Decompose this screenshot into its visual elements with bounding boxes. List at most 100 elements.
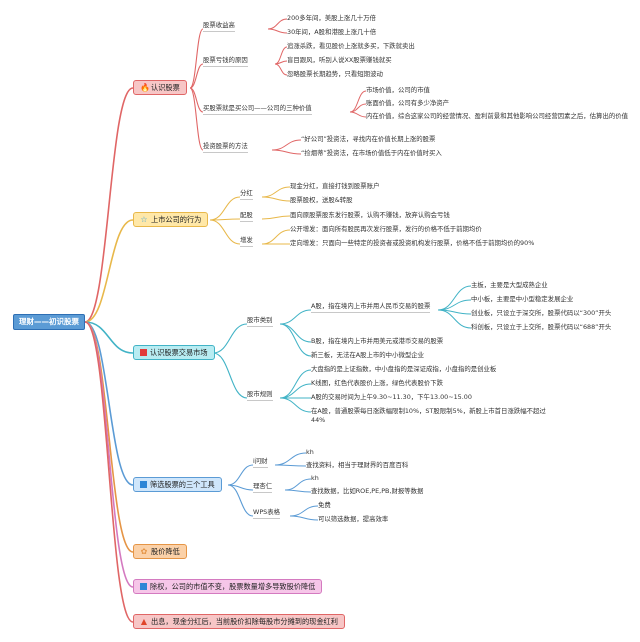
connector-line	[437, 285, 472, 311]
branch-title: 认识股票交易市场	[150, 348, 208, 357]
topic-additional-issue[interactable]: 增发	[240, 236, 253, 247]
branch-listed-company-actions[interactable]: ☆ 上市公司的行为	[133, 212, 209, 227]
topic-loss-reasons[interactable]: 股票亏钱的原因	[203, 56, 248, 67]
leaf[interactable]: 内在价值，综合这家公司的经营情况、盈利前景和其他影响公司经营因素之后，估算出的价…	[366, 112, 629, 120]
leaf[interactable]: 忽略股票长期趋势，只看短期波动	[287, 70, 383, 78]
branch-price-drop[interactable]: ✿ 股价降低	[133, 544, 187, 559]
connector-line	[274, 63, 288, 76]
topic-dividend[interactable]: 分红	[240, 189, 253, 200]
topic-a-shares[interactable]: A股，指在境内上市并用人民币交易的股票	[311, 302, 431, 313]
connector-line	[189, 63, 204, 89]
leaf[interactable]: 大盘指的是上证指数，中小盘指的是深证成指，小盘指的是创业板	[311, 365, 497, 373]
connector-line	[279, 309, 312, 325]
leaf[interactable]: 账面价值，公司有多少净资产	[366, 99, 450, 107]
branch-title: 上市公司的行为	[151, 215, 202, 224]
leaf[interactable]: A股的交易时间为上午9.30~11.30，下午13.00~15.00	[311, 393, 472, 401]
leaf[interactable]: 200多年间，美股上涨几十万倍	[287, 14, 376, 22]
connector-line	[349, 111, 367, 118]
leaf[interactable]: 可以筛选数据，提高效率	[318, 515, 389, 523]
leaf[interactable]: 公开增发：面向所有股民再次发行股票，发行的价格不低于前期均价	[290, 225, 482, 233]
leaf[interactable]: 定向增发：只面向一些特定的投资者或投资机构发行股票，价格不低于前期均价的90%	[290, 239, 535, 247]
connector-line	[279, 369, 312, 399]
topic-market-rules[interactable]: 股市规则	[247, 390, 273, 401]
leaf[interactable]: 面向原股票股东发行股票，认购不赚钱，放弃认购会亏钱	[290, 211, 450, 219]
branch-ex-dividend[interactable]: ▲ 出息，现金分红后，当前股价扣除每股市分摊到的现金红利	[133, 614, 345, 629]
connector-line	[84, 321, 134, 588]
connector-line	[84, 321, 134, 354]
connector-line	[437, 309, 472, 329]
branch-title: 除权，公司的市值不变，股票数量增多导致股价降低	[150, 582, 316, 591]
leaf[interactable]: 追涨杀跌，看见股价上涨就多买，下跌就卖出	[287, 42, 415, 50]
leaf[interactable]: “捡烟蒂”投资法，在市场价值低于内在价值时买入	[301, 149, 442, 157]
leaf[interactable]: “好公司”投资法，寻找内在价值长期上涨的股票	[301, 135, 436, 143]
leaf[interactable]: kh	[306, 448, 314, 456]
connector-line	[279, 397, 312, 413]
topic-market-categories[interactable]: 股市类别	[247, 316, 273, 327]
leaf[interactable]: 主板，主要是大型成熟企业	[471, 281, 548, 289]
connector-line	[261, 196, 291, 202]
flag-icon	[140, 349, 147, 356]
branch-know-stocks[interactable]: 🔥 认识股票	[133, 80, 187, 95]
connector-line	[271, 139, 302, 151]
star-icon: ☆	[140, 214, 148, 224]
leaf[interactable]: 科创板，只设立于上交所，股票代码以“688”开头	[471, 323, 612, 331]
topic-three-values[interactable]: 买股票就是买公司——公司的三种价值	[203, 104, 312, 115]
connector-line	[212, 323, 248, 354]
leaf[interactable]: 查找数据，比如ROE,PE,PB,财报等数据	[311, 487, 424, 495]
connector-line	[212, 352, 248, 399]
connector-line	[227, 464, 254, 486]
branch-stock-market[interactable]: 认识股票交易市场	[133, 345, 215, 360]
leaf[interactable]: 在A股，普通股票每日涨跌幅限制10%，ST股限制5%，新股上市首日涨跌幅不超过4…	[311, 407, 546, 424]
connector-line	[84, 321, 134, 553]
branch-title: 认识股票	[151, 83, 180, 92]
leaf[interactable]: kh	[311, 474, 319, 482]
leaf[interactable]: 免费	[318, 501, 331, 509]
sun-icon: ✿	[140, 546, 148, 556]
triangle-icon: ▲	[140, 616, 148, 626]
connector-line	[274, 464, 307, 467]
connector-line	[261, 186, 291, 198]
square-icon	[140, 481, 147, 488]
branch-three-tools[interactable]: 筛选股票的三个工具	[133, 477, 222, 492]
topic-lixinger[interactable]: 理杏仁	[253, 482, 273, 493]
root-topic[interactable]: 理财——初识股票	[13, 314, 85, 330]
topic-wps[interactable]: WPS表格	[253, 508, 281, 519]
connector-line	[274, 60, 288, 65]
leaf[interactable]: 盲目跟风，听别人说XX股票赚钱就买	[287, 56, 392, 64]
connector-line	[261, 229, 291, 245]
leaf[interactable]: 创业板，只设立于深交所，股票代码以“300”开头	[471, 309, 612, 317]
leaf[interactable]: B股，指在境内上市并用美元或港币交易的股票	[311, 337, 444, 345]
connector-line	[279, 383, 312, 399]
square-icon	[140, 583, 147, 590]
topic-rights-issue[interactable]: 配股	[240, 211, 253, 222]
connector-line	[189, 87, 204, 151]
leaf[interactable]: 现金分红，直接打钱到股票账户	[290, 182, 380, 190]
topic-iwencai[interactable]: i问财	[253, 457, 268, 468]
connector-line	[274, 452, 307, 466]
topic-high-return[interactable]: 股票收益高	[203, 21, 235, 32]
branch-title: 股价降低	[151, 547, 180, 556]
connector-line	[84, 219, 134, 323]
connector-line	[209, 219, 241, 245]
branch-title: 出息，现金分红后，当前股价扣除每股市分摊到的现金红利	[151, 617, 338, 626]
leaf[interactable]: 查找资料，相当于理财界的百度百科	[306, 461, 409, 469]
connector-line	[84, 321, 134, 623]
connector-line	[209, 196, 241, 221]
connector-line	[261, 215, 291, 220]
connector-line	[349, 90, 367, 113]
leaf[interactable]: 市场价值，公司的市值	[366, 86, 430, 94]
leaf[interactable]: 新三板，无法在A股上市的中小微型企业	[311, 351, 425, 359]
leaf[interactable]: K线图，红色代表股价上涨，绿色代表股价下跌	[311, 379, 444, 387]
connector-line	[289, 505, 319, 517]
connector-line	[189, 28, 204, 89]
connector-line	[84, 87, 134, 323]
branch-ex-rights[interactable]: 除权，公司的市值不变，股票数量增多导致股价降低	[133, 579, 323, 594]
connector-line	[437, 299, 472, 311]
leaf[interactable]: 中小板，主要是中小型稳定发展企业	[471, 295, 574, 303]
leaf[interactable]: 30年间，A股和港股上涨几十倍	[287, 28, 377, 36]
leaf[interactable]: 股票股权，送股&转股	[290, 196, 353, 204]
connector-line	[267, 28, 288, 34]
connector-line	[227, 484, 254, 517]
topic-invest-methods[interactable]: 投资股票的方法	[203, 142, 248, 153]
